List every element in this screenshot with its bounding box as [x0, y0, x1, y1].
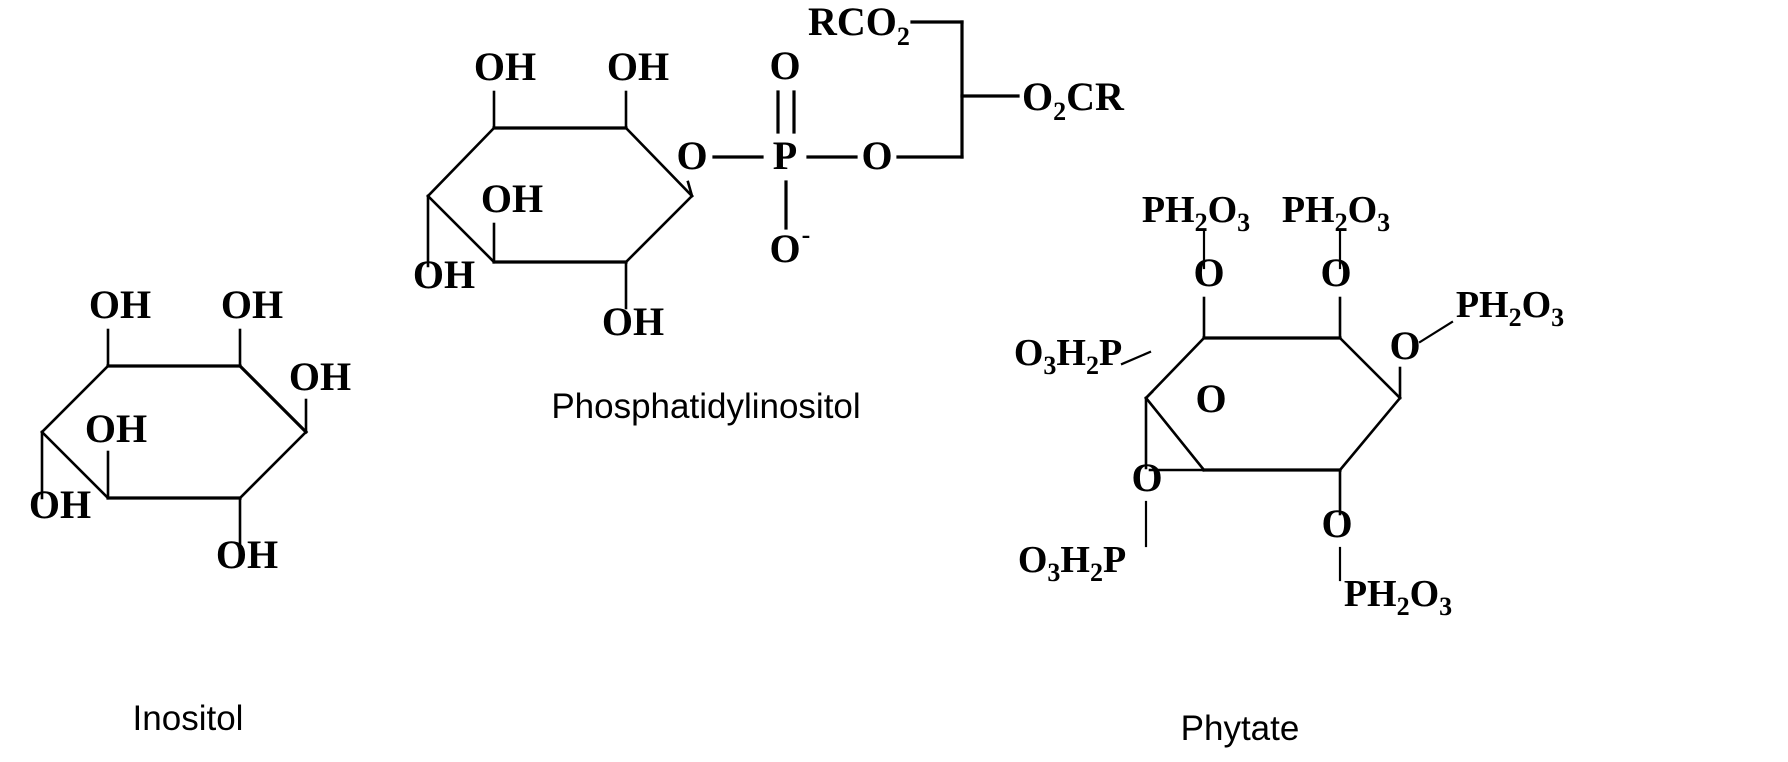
oh-label: OH — [29, 482, 91, 527]
phosphorus-label: P — [773, 133, 797, 178]
oxygen-label: O — [1389, 323, 1420, 368]
inositol-substituent-bonds — [40, 328, 308, 548]
oxygen-label: O — [1321, 501, 1352, 546]
oxygen-label: O — [1193, 250, 1224, 295]
oh-label: OH — [85, 406, 147, 451]
phosphate-group-label: PH2O3 — [1456, 284, 1564, 332]
caption-phosphatidylinositol: Phosphatidylinositol — [551, 387, 860, 426]
oh-label: OH — [216, 532, 278, 577]
phosphate-group-label: PH2O3 — [1282, 189, 1390, 237]
oh-label: OH — [602, 299, 664, 344]
oxygen-label: O — [769, 43, 800, 88]
phosphate-group-label: PH2O3 — [1142, 189, 1250, 237]
phosphate-group-label: PH2O3 — [1344, 573, 1452, 621]
pi-phosphate-bonds — [712, 90, 964, 230]
oxygen-anion-label: O — [769, 226, 800, 271]
o2cr-label: O2CR — [1022, 74, 1125, 126]
oxygen-label: O — [1131, 455, 1162, 500]
oxygen-label: O — [1195, 376, 1226, 421]
oxygen-label: O — [676, 133, 707, 178]
caption-phytate: Phytate — [1181, 709, 1300, 748]
pi-substituent-bonds — [426, 90, 694, 310]
rco2-label: RCO2 — [808, 0, 910, 51]
oh-label: OH — [413, 252, 475, 297]
phosphate-group-label: O3H2P — [1018, 539, 1126, 587]
phytate-oxygen-to-phosphate-bonds — [1120, 230, 1454, 582]
pi-ring-bonds — [426, 126, 694, 264]
oh-label: OH — [607, 44, 669, 89]
oh-label: OH — [89, 282, 151, 327]
phosphate-group-label: O3H2P — [1014, 332, 1122, 380]
phytate-ring-to-oxygen-bonds — [1144, 296, 1402, 516]
oh-label: OH — [221, 282, 283, 327]
phytate-ring-bonds — [1144, 336, 1402, 472]
caption-inositol: Inositol — [133, 699, 244, 738]
oh-label: OH — [474, 44, 536, 89]
negative-charge-label: - — [802, 220, 811, 249]
pi-glycerol-backbone — [910, 20, 1020, 159]
oxygen-label: O — [1320, 250, 1351, 295]
oh-label: OH — [481, 176, 543, 221]
inositol-ring-bonds — [40, 363, 309, 500]
oh-label: OH — [289, 354, 351, 399]
oxygen-label: O — [861, 133, 892, 178]
